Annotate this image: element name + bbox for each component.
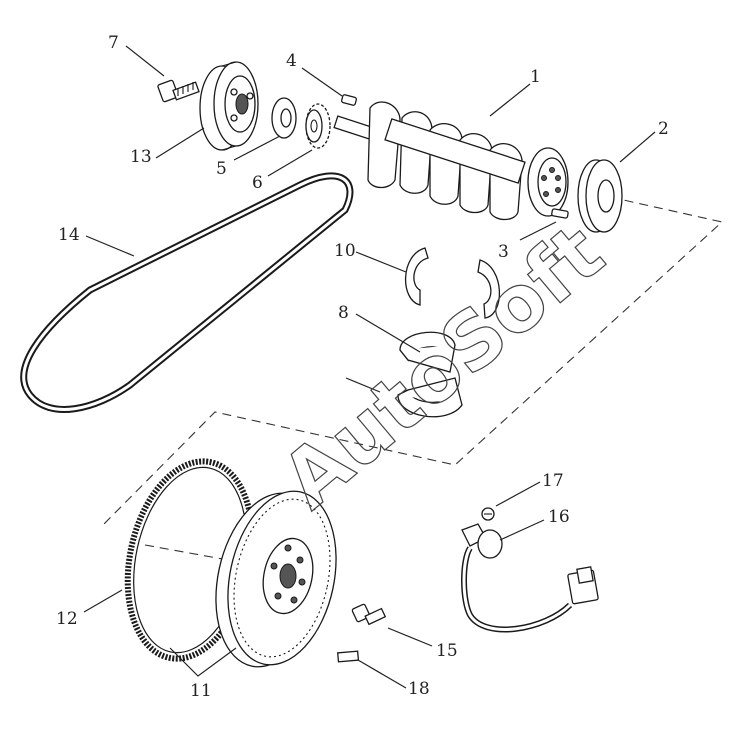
callout-2: 2	[658, 119, 669, 139]
watermark-text: AutoSoft	[266, 208, 621, 526]
rear-oil-seal	[577, 159, 623, 233]
assembly-guide-lines	[99, 196, 724, 561]
thrust-washer	[271, 97, 297, 139]
callout-1: 1	[530, 67, 541, 87]
crankshaft-pulley	[199, 61, 259, 151]
flywheel-bolt	[351, 603, 387, 626]
drive-belt	[20, 172, 354, 413]
callout-labels: 1 2 3 4 5 6 7 8 10 11 12 13 14 15 16 17 …	[56, 33, 669, 701]
callout-6: 6	[252, 173, 263, 193]
callout-15: 15	[436, 641, 458, 661]
sensor-screw	[481, 507, 495, 521]
pulley-bolt	[157, 79, 200, 103]
flywheel	[215, 490, 337, 668]
locating-key	[336, 650, 360, 663]
callout-10: 10	[334, 241, 356, 261]
main-bearing-shells	[397, 331, 463, 418]
callout-5: 5	[216, 159, 227, 179]
callout-14: 14	[58, 225, 80, 245]
woodruff-key	[341, 94, 357, 106]
callout-17: 17	[542, 471, 564, 491]
callout-18: 18	[408, 679, 430, 699]
callout-8: 8	[338, 303, 349, 323]
thrust-washer-halves	[404, 247, 501, 319]
callout-16: 16	[548, 507, 570, 527]
crank-position-sensor	[461, 523, 599, 633]
callout-7: 7	[108, 33, 119, 53]
crankshaft	[333, 101, 569, 221]
callout-11: 11	[190, 681, 212, 701]
callout-13: 13	[130, 147, 152, 167]
callout-3: 3	[498, 242, 509, 262]
callout-leaders	[83, 45, 656, 689]
callout-12: 12	[56, 609, 78, 629]
dowel-pin	[551, 208, 569, 219]
callout-4: 4	[286, 51, 297, 71]
timing-sprocket	[305, 103, 331, 149]
